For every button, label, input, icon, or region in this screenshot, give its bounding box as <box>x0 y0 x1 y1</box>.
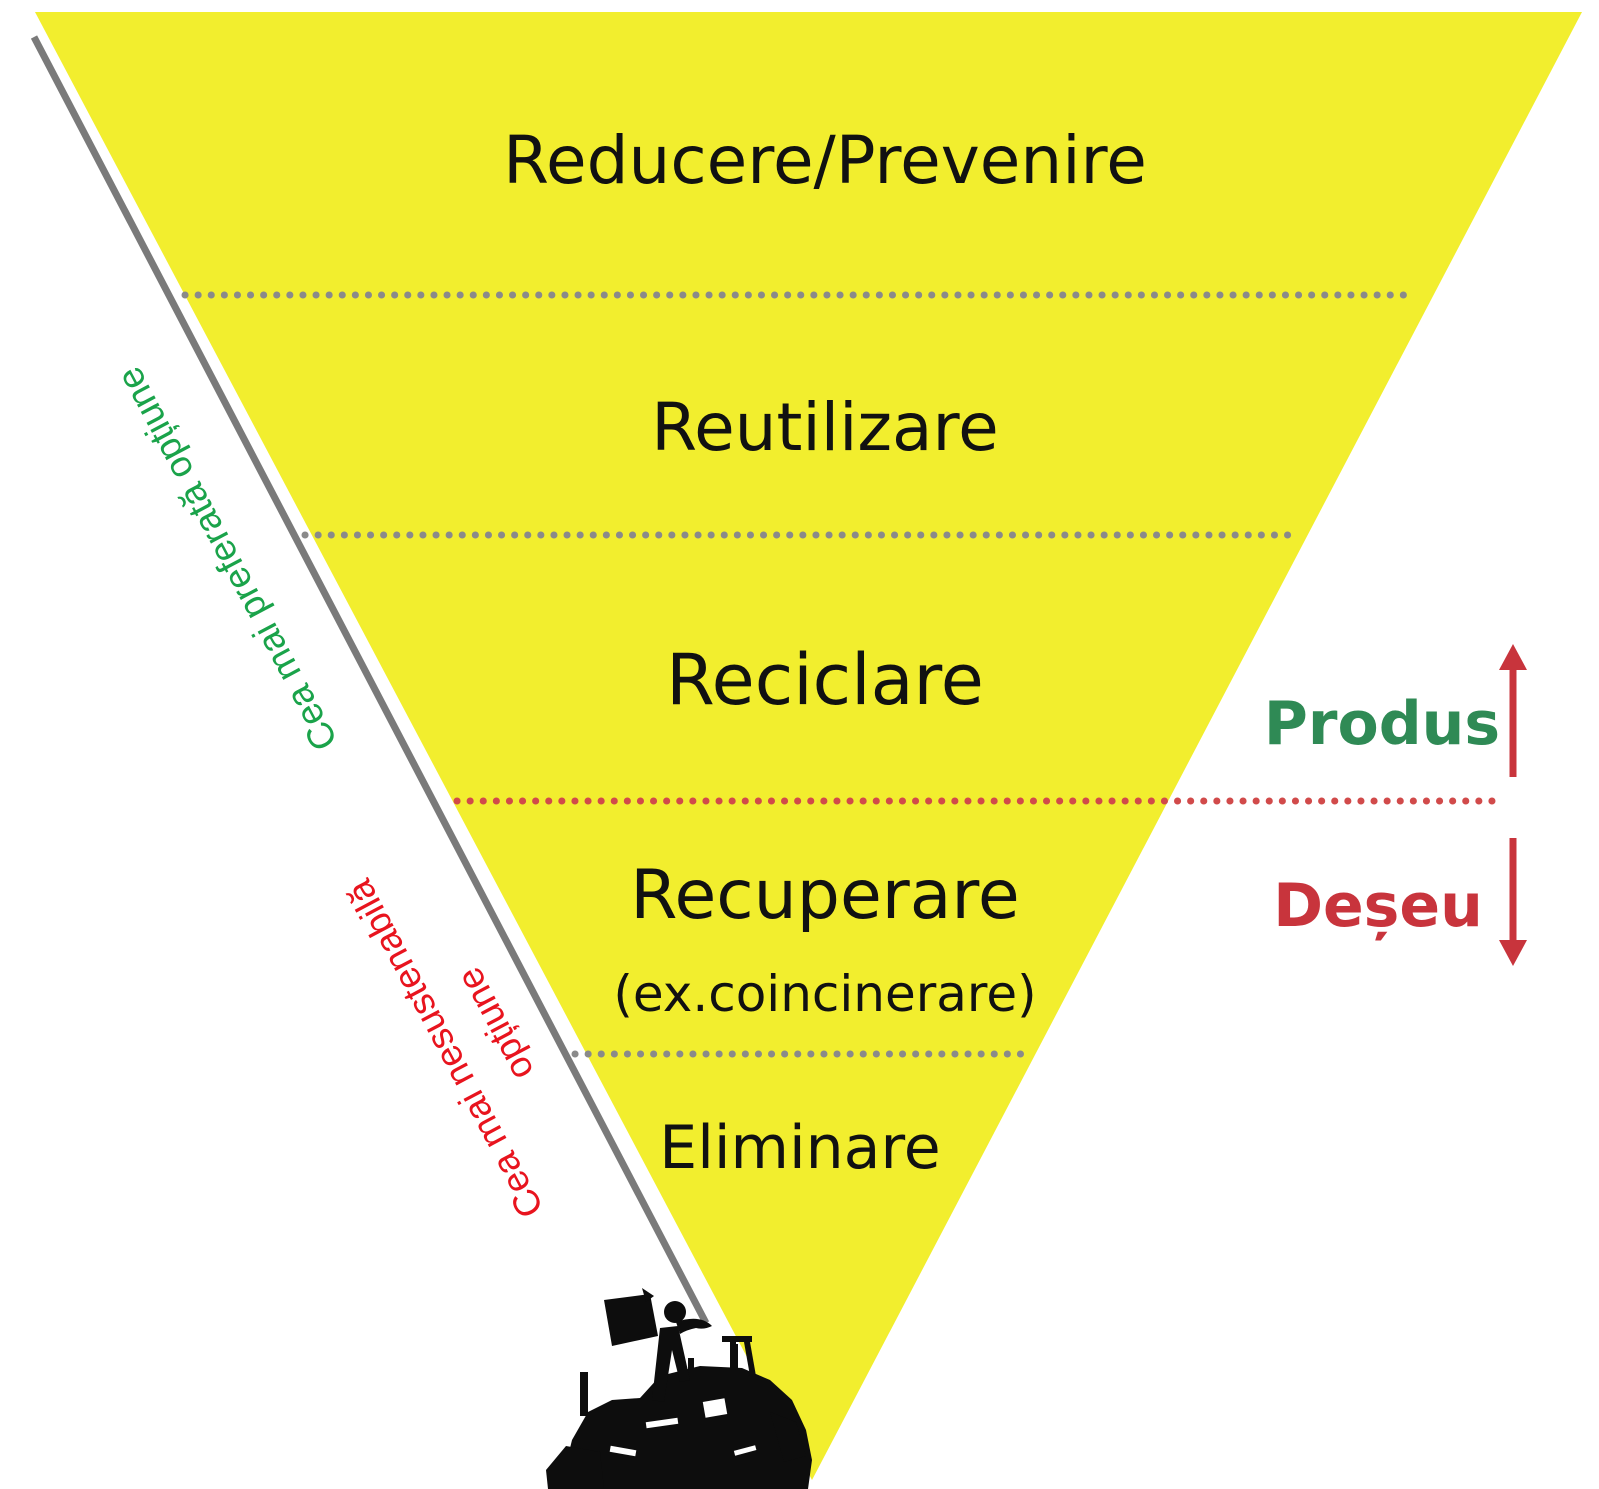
arrow-down-icon <box>1499 838 1527 966</box>
tier-label-reuse: Reutilizare <box>651 389 999 466</box>
tier-label-disposal: Eliminare <box>659 1113 940 1183</box>
product-label: Produs <box>1264 689 1500 759</box>
arrow-up-icon <box>1499 644 1527 777</box>
preference-scale-line <box>30 35 710 1325</box>
tier-label-reduce: Reducere/Prevenire <box>503 122 1147 199</box>
landfill-garbage-icon <box>546 1288 812 1489</box>
waste-label: Deșeu <box>1273 871 1483 941</box>
tier-label-recycle: Reciclare <box>666 639 984 721</box>
tier-label-recovery: Recuperare <box>630 856 1019 935</box>
tier-sublabel-recovery: (ex.coincinerare) <box>613 965 1036 1023</box>
inverted-pyramid <box>35 12 1582 1480</box>
